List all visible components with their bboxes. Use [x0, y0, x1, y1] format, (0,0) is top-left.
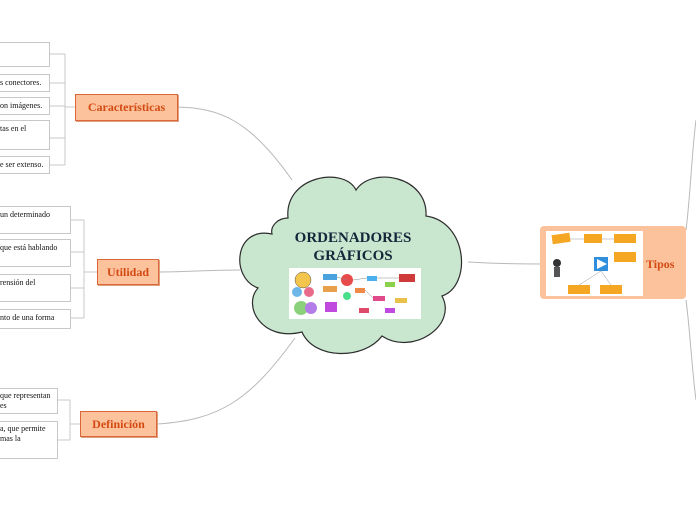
branch-definicion[interactable]: Definición	[80, 411, 157, 437]
branch-utilidad-label: Utilidad	[106, 264, 149, 279]
central-title-line1: ORDENADORES	[294, 230, 412, 246]
leaf-definicion-2[interactable]: a, que permite mas la	[0, 421, 58, 459]
central-title-line2: GRÁFICOS	[313, 248, 393, 264]
leaf-utilidad-1[interactable]: un determinado	[0, 206, 71, 234]
central-topic-title[interactable]: ORDENADORES GRÁFICOS	[268, 229, 438, 265]
central-image	[289, 268, 421, 319]
branch-utilidad[interactable]: Utilidad	[97, 259, 159, 285]
branch-caracteristicas[interactable]: Características	[75, 94, 178, 121]
branch-definicion-label: Definición	[92, 416, 145, 431]
leaf-utilidad-2[interactable]: que está hablando	[0, 239, 71, 267]
leaf-caracteristicas-1[interactable]	[0, 42, 50, 67]
branch-tipos-label: Tipos	[646, 257, 675, 271]
tipos-image	[546, 231, 643, 296]
leaf-definicion-1[interactable]: que representan es	[0, 388, 58, 414]
leaf-utilidad-4[interactable]: nto de una forma	[0, 309, 71, 329]
leaf-caracteristicas-5[interactable]: e ser extenso.	[0, 156, 50, 174]
leaf-caracteristicas-3[interactable]: on imágenes.	[0, 97, 50, 115]
leaf-caracteristicas-4[interactable]: tas en el	[0, 120, 50, 150]
leaf-caracteristicas-2[interactable]: s conectores.	[0, 74, 50, 92]
branch-caracteristicas-label: Características	[87, 100, 166, 114]
leaf-utilidad-3[interactable]: rensión del	[0, 274, 71, 302]
